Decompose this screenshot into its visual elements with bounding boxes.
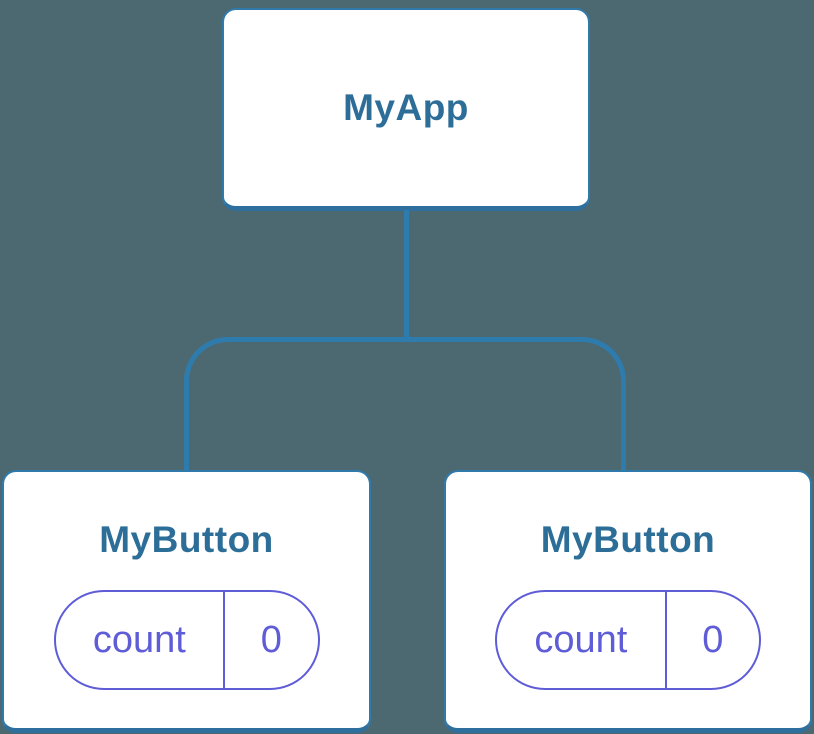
state-pill-left: count 0 xyxy=(53,590,320,690)
connector-stem xyxy=(404,210,409,342)
state-value-left: 0 xyxy=(260,618,282,661)
state-key-right: count xyxy=(497,592,667,688)
state-pill-right: count 0 xyxy=(495,590,761,690)
state-key-left: count xyxy=(56,592,226,688)
node-mybutton-left-label: MyButton xyxy=(99,519,274,560)
state-value-right: 0 xyxy=(702,618,724,661)
node-myapp-label: MyApp xyxy=(343,87,469,128)
node-mybutton-right: MyButton count 0 xyxy=(444,470,812,733)
node-mybutton-left: MyButton count 0 xyxy=(2,470,371,733)
connector-bracket xyxy=(184,337,626,475)
node-myapp: MyApp xyxy=(222,8,590,211)
node-mybutton-right-label: MyButton xyxy=(540,519,716,560)
